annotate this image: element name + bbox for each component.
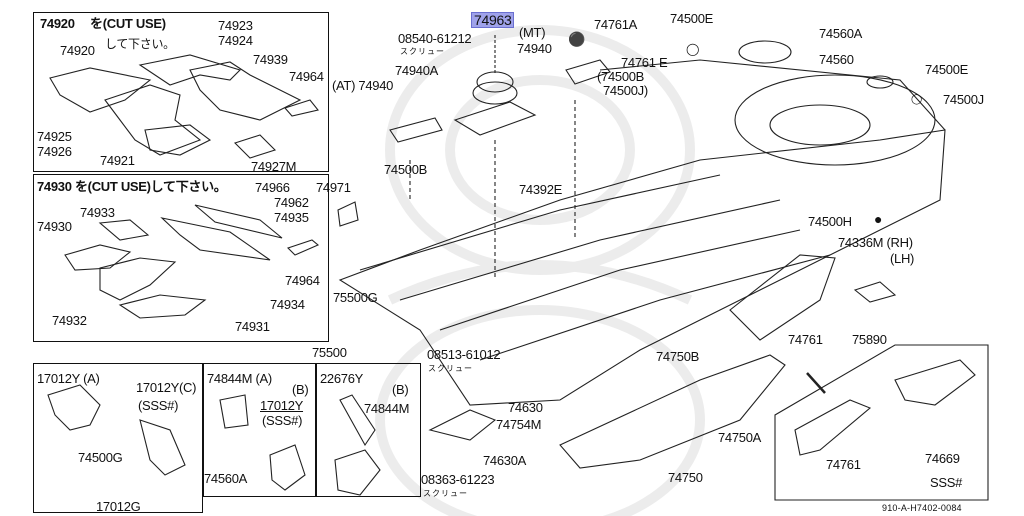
part-label-74630[interactable]: 74630 (508, 400, 543, 415)
box1-header-note2: して下さい。 (105, 37, 175, 51)
part-label-74761A[interactable]: 74761A (594, 17, 638, 32)
part-label-74560A-b[interactable]: 74560A (204, 471, 248, 486)
part-label-74962[interactable]: 74962 (274, 195, 309, 210)
part-label-74500B[interactable]: 74500B (384, 162, 428, 177)
part-label-17012Y-C[interactable]: 17012Y(C) (136, 380, 197, 395)
part-label-74560A[interactable]: 74560A (819, 26, 863, 41)
part-label-74920[interactable]: 74920 (60, 43, 95, 58)
sss-note-c: (SSS#) (138, 398, 179, 413)
part-label-74754M[interactable]: 74754M (496, 417, 542, 432)
box2-header: 74930 を(CUT USE)して下さい。 (37, 179, 227, 194)
part-label-74750A[interactable]: 74750A (718, 430, 762, 445)
part-label-74560[interactable]: 74560 (819, 52, 854, 67)
variant-b-label: (B) (292, 382, 309, 397)
part-label-75500[interactable]: 75500 (312, 345, 347, 360)
sss-note-b: (SSS#) (262, 413, 303, 428)
part-label-74500H[interactable]: 74500H (808, 214, 852, 229)
part-label-74921[interactable]: 74921 (100, 153, 135, 168)
part-label-74761-inset[interactable]: 74761 (826, 457, 861, 472)
part-label-74500J-right[interactable]: 74500J (943, 92, 984, 107)
part-label-74933[interactable]: 74933 (80, 205, 115, 220)
part-label-08363-61223[interactable]: 08363-61223 (421, 472, 495, 487)
part-label-74940-at[interactable]: (AT) 74940 (332, 78, 394, 93)
mt-label: (MT) (519, 25, 546, 40)
part-label-08540-61212[interactable]: 08540-61212 (398, 31, 472, 46)
part-label-74930[interactable]: 74930 (37, 219, 72, 234)
inset-box-floor-silencer (33, 174, 329, 342)
variant-b-label-2: (B) (392, 382, 409, 397)
part-label-74750B[interactable]: 74750B (656, 349, 700, 364)
part-label-74392E[interactable]: 74392E (519, 182, 563, 197)
part-label-74925[interactable]: 74925 (37, 129, 72, 144)
box1-header-note: を(CUT USE) (90, 16, 166, 31)
part-label-74971[interactable]: 74971 (316, 180, 351, 195)
part-label-74934[interactable]: 74934 (270, 297, 305, 312)
part-label-74964-b[interactable]: 74964 (285, 273, 320, 288)
inset-box-bracket-a-c (33, 363, 203, 513)
sss-note-inset: SSS# (930, 475, 963, 490)
part-label-74963-highlighted[interactable]: 74963 (471, 12, 515, 28)
mat-74920-shape (49, 67, 152, 113)
bolt-icon: ⚫ (568, 31, 586, 47)
part-label-74750[interactable]: 74750 (668, 470, 703, 485)
box1-header-part: 74920 (40, 16, 75, 31)
part-label-74761E[interactable]: 74761 E (621, 55, 668, 70)
part-label-74932[interactable]: 74932 (52, 313, 87, 328)
part-label-74500E-top[interactable]: 74500E (670, 11, 714, 26)
part-label-74844M-A[interactable]: 74844M (A) (207, 371, 272, 386)
part-label-17012G[interactable]: 17012G (96, 499, 141, 514)
part-label-17012Y-B[interactable]: 17012Y (260, 398, 304, 413)
part-label-74940-mt[interactable]: 74940 (517, 41, 552, 56)
diagram-code: 910-A-H7402-0084 (882, 503, 962, 513)
screw-note-1: スクリュー (400, 47, 445, 56)
part-label-22676Y[interactable]: 22676Y (320, 371, 364, 386)
part-label-17012Y-A[interactable]: 17012Y (A) (37, 371, 100, 386)
inset-box-bracket-a-b (203, 363, 316, 497)
part-label-74500G[interactable]: 74500G (78, 450, 123, 465)
part-label-74500E-right[interactable]: 74500E (925, 62, 969, 77)
part-label-74630A[interactable]: 74630A (483, 453, 527, 468)
part-label-74939[interactable]: 74939 (253, 52, 288, 67)
part-label-74966[interactable]: 74966 (255, 180, 290, 195)
part-label-08513-61012[interactable]: 08513-61012 (427, 347, 501, 362)
part-label-75500G[interactable]: 75500G (333, 290, 378, 305)
part-label-74924[interactable]: 74924 (218, 33, 253, 48)
screw-note-3: スクリュー (423, 489, 468, 498)
clip-icon: ◯ (911, 94, 922, 105)
clip-icon: ◯ (686, 42, 700, 56)
part-label-74935[interactable]: 74935 (274, 210, 309, 225)
part-label-74761[interactable]: 74761 (788, 332, 823, 347)
screw-note-2: スクリュー (428, 364, 473, 373)
part-label-74923[interactable]: 74923 (218, 18, 253, 33)
part-label-74940A[interactable]: 74940A (395, 63, 439, 78)
part-label-74964[interactable]: 74964 (289, 69, 324, 84)
inset-box-floor-carpet (33, 12, 329, 172)
grommet-icon: ● (874, 211, 883, 227)
part-label-74669[interactable]: 74669 (925, 451, 960, 466)
part-label-74336M[interactable]: 74336M (RH) (838, 235, 913, 250)
part-label-75890[interactable]: 75890 (852, 332, 887, 347)
part-label-74844M-B[interactable]: 74844M (364, 401, 410, 416)
part-label-74500B-paren[interactable]: (74500B (597, 69, 645, 84)
inset-box-bracket-b (316, 363, 421, 497)
part-label-74500J-paren[interactable]: 74500J) (603, 83, 648, 98)
lh-label: (LH) (890, 251, 915, 266)
watermark-logo (375, 25, 705, 516)
part-label-74926[interactable]: 74926 (37, 144, 72, 159)
part-label-74927M[interactable]: 74927M (251, 159, 297, 174)
part-label-74931[interactable]: 74931 (235, 319, 270, 334)
